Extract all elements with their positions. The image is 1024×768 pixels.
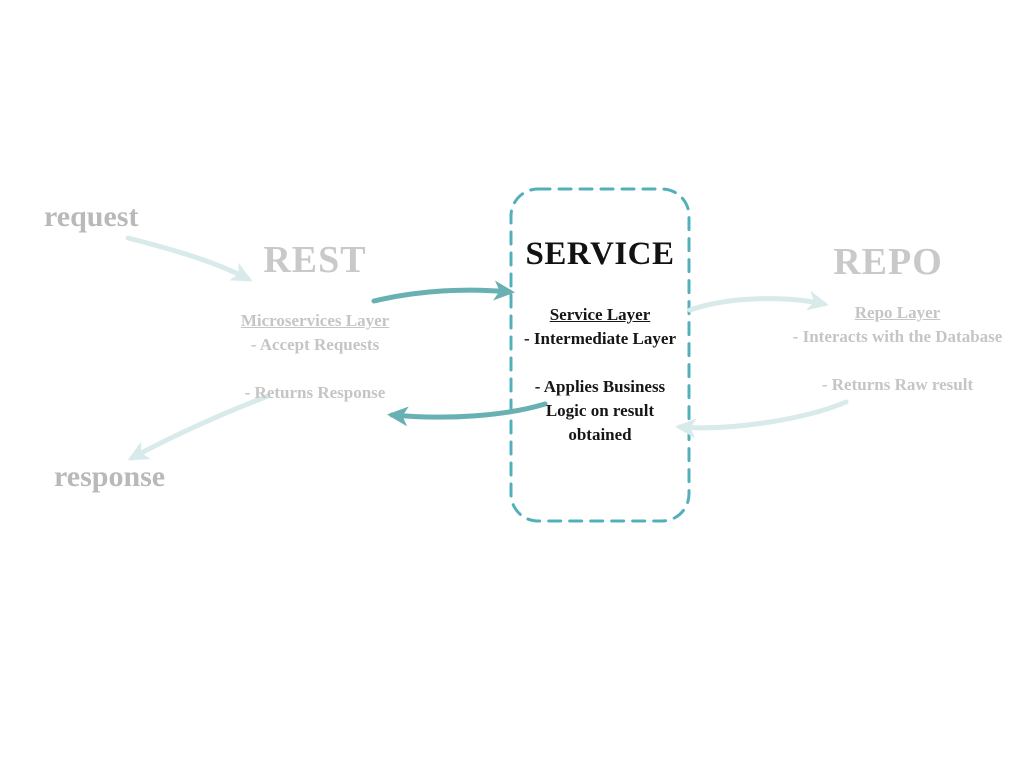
rest-point-accept: - Accept Requests [250,335,380,354]
arrow-rest-to-service [371,280,515,304]
service-point-intermediate: - Intermediate Layer [523,329,676,348]
service-title: SERVICE [525,236,675,272]
repo-layer-name: Repo Layer [854,303,941,322]
rest-title: REST [263,239,367,281]
repo-title: REPO [833,241,943,283]
arrow-request-to-rest [125,235,253,282]
repo-point-interacts: - Interacts with the Database [792,327,1003,346]
arrow-repo-to-service [675,399,849,439]
arrow-service-to-repo [687,290,829,313]
service-box [509,187,691,523]
rest-body: Microservices Layer - Accept Requests - … [205,309,425,405]
service-body: Service Layer - Intermediate Layer - App… [517,303,683,447]
repo-body: Repo Layer - Interacts with the Database… [790,301,1005,397]
repo-point-returns: - Returns Raw result [821,375,974,394]
arrow-rest-to-response [127,393,271,461]
rest-layer-name: Microservices Layer [240,311,390,330]
response-label: response [54,460,166,493]
arrow-service-to-rest [387,401,548,427]
request-label: request [44,200,139,233]
service-point-business: - Applies Business Logic on result obtai… [534,377,666,444]
service-layer-name: Service Layer [549,305,651,324]
rest-point-returns: - Returns Response [244,383,386,402]
